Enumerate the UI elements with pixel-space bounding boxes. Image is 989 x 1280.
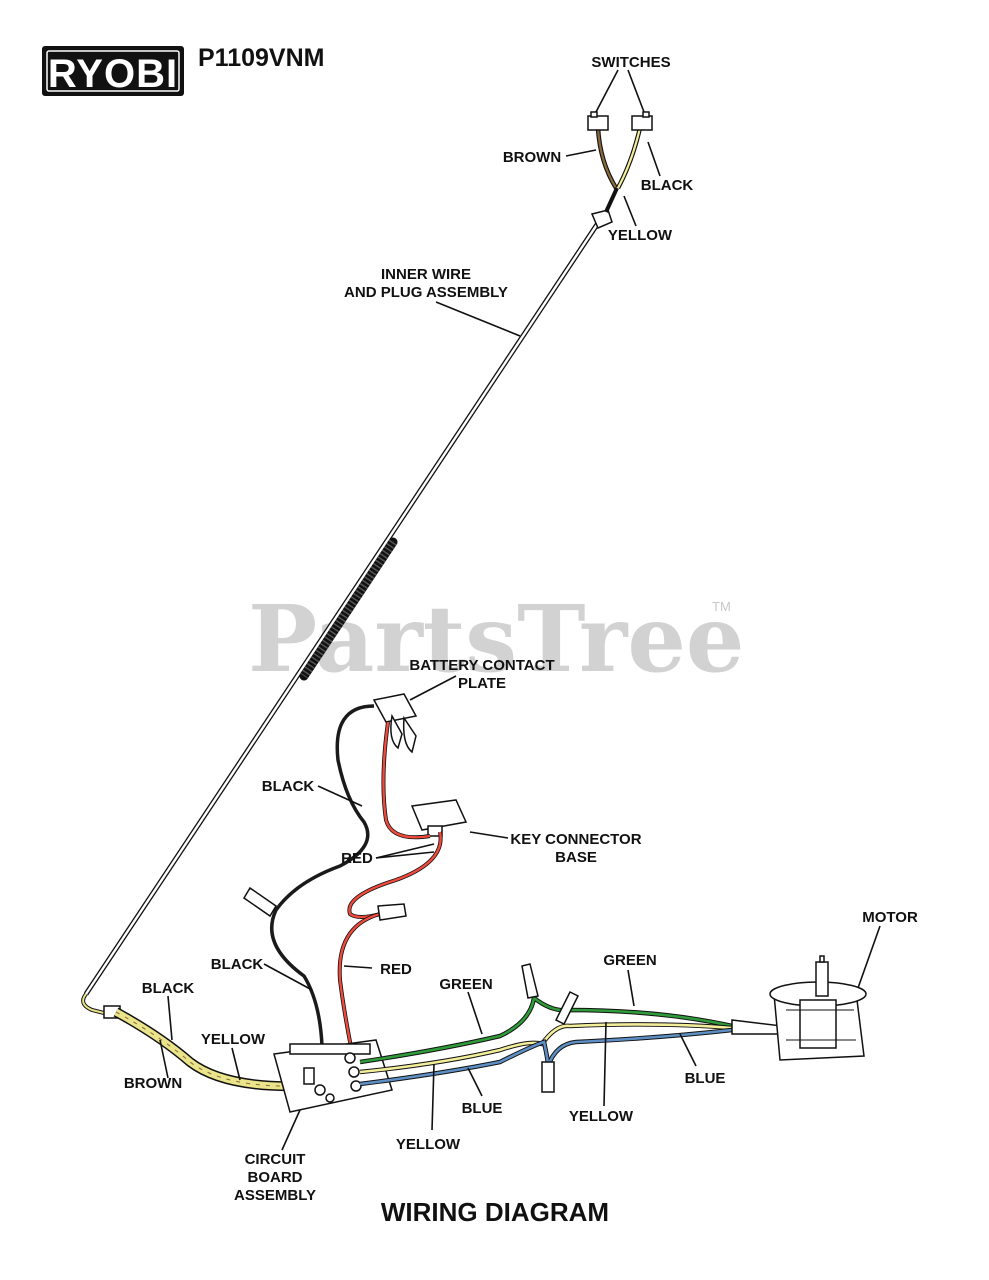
diagram-labels: SWITCHES BROWN BLACK YELLOW INNER WIRE A… — [124, 54, 918, 1204]
motor-wire-nuts — [521, 963, 580, 1093]
label-brown-left: BROWN — [124, 1075, 182, 1092]
red-wire-nut — [377, 903, 407, 921]
label-inner-wire-line2: AND PLUG ASSEMBLY — [344, 284, 508, 301]
label-black-mid: BLACK — [262, 778, 315, 795]
label-black-low: BLACK — [211, 956, 264, 973]
label-circuit-line2: BOARD — [248, 1169, 303, 1186]
label-red-mid: RED — [341, 850, 373, 867]
label-green-left: GREEN — [439, 976, 492, 993]
label-black-top: BLACK — [641, 177, 694, 194]
circuit-board — [273, 1039, 393, 1113]
label-yellow-bottom-right: YELLOW — [569, 1108, 634, 1125]
label-battery-contact-line2: PLATE — [458, 675, 506, 692]
label-yellow-left: YELLOW — [201, 1031, 266, 1048]
label-brown-top: BROWN — [503, 149, 561, 166]
motor — [731, 955, 867, 1061]
left-wires — [113, 1007, 301, 1092]
label-circuit-line1: CIRCUIT — [245, 1151, 306, 1168]
label-red-low: RED — [380, 961, 412, 978]
label-key-connector-line2: BASE — [555, 849, 597, 866]
black-wire — [270, 704, 375, 1047]
label-switches: SWITCHES — [591, 54, 670, 71]
diagram-title: WIRING DIAGRAM — [381, 1197, 609, 1227]
label-yellow-bottom-left: YELLOW — [396, 1136, 461, 1153]
leader-lines — [159, 69, 881, 1151]
label-blue-right: BLUE — [685, 1070, 726, 1087]
key-connector-base — [410, 799, 468, 837]
watermark-tm: TM — [712, 599, 731, 614]
label-green-right: GREEN — [603, 952, 656, 969]
label-inner-wire-line1: INNER WIRE — [381, 266, 471, 283]
logo-text: RYOBI — [48, 52, 178, 96]
model-number: P1109VNM — [198, 44, 324, 72]
label-blue-left: BLUE — [462, 1100, 503, 1117]
red-wire — [337, 721, 443, 1053]
ryobi-logo: RYOBI — [42, 46, 184, 96]
black-wire-nut — [242, 886, 278, 918]
label-yellow-top: YELLOW — [608, 227, 673, 244]
motor-wires — [359, 993, 733, 1087]
label-motor: MOTOR — [862, 909, 918, 926]
switch-wires — [595, 127, 643, 213]
label-key-connector-line1: KEY CONNECTOR — [510, 831, 641, 848]
label-circuit-line3: ASSEMBLY — [234, 1187, 316, 1204]
battery-contact-plate — [372, 693, 418, 754]
inner-wire-cable — [81, 209, 613, 1019]
label-battery-contact-line1: BATTERY CONTACT — [409, 657, 554, 674]
label-black-left: BLACK — [142, 980, 195, 997]
switches — [587, 111, 653, 131]
